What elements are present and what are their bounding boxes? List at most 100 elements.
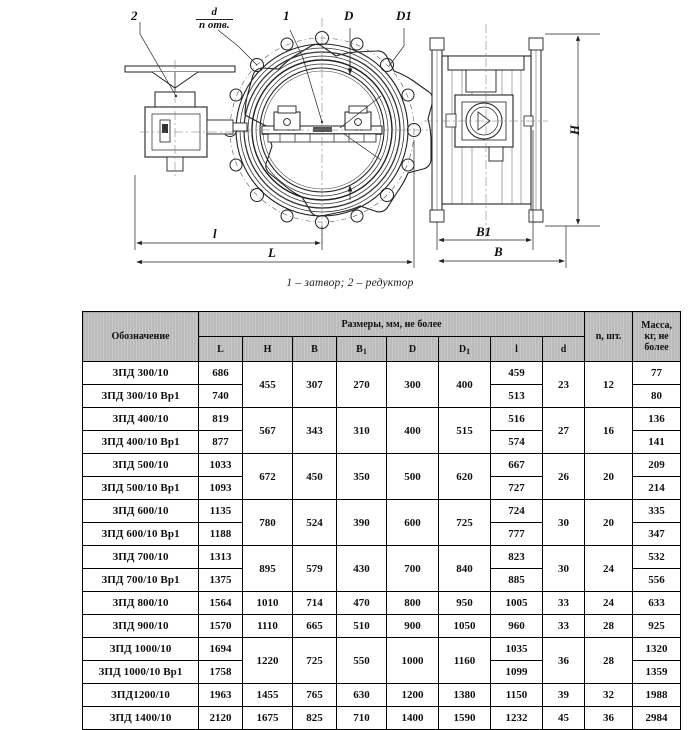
cell-l: 960 — [490, 614, 543, 638]
cell-B1: 630 — [336, 683, 387, 707]
cell-d: 33 — [541, 614, 586, 638]
cell-d: 23 — [541, 361, 586, 408]
cell-mass: 633 — [632, 591, 682, 615]
cell-B: 450 — [292, 453, 337, 500]
cell-B1: 430 — [336, 545, 387, 592]
label-H: H — [567, 124, 583, 136]
label-gearbox-callout: 2 — [131, 8, 138, 23]
cell-designation: ЗПД 800/10 — [82, 591, 199, 615]
cell-n: 24 — [584, 591, 634, 615]
header-col-L: L — [198, 336, 243, 362]
header-n-count: n, шт. — [584, 311, 634, 362]
cell-D: 300 — [386, 361, 439, 408]
cell-l: 724 — [490, 499, 543, 523]
cell-L: 1570 — [198, 614, 243, 638]
cell-H: 672 — [242, 453, 293, 500]
cell-B: 714 — [292, 591, 337, 615]
cell-n: 24 — [584, 545, 634, 592]
cell-B1: 550 — [336, 637, 387, 684]
cell-d: 27 — [541, 407, 586, 454]
cell-l: 823 — [490, 545, 543, 569]
cell-H: 567 — [242, 407, 293, 454]
cell-D1: 515 — [438, 407, 491, 454]
cell-L: 1963 — [198, 683, 243, 707]
cell-n: 36 — [584, 706, 634, 730]
gearbox-assembly — [124, 60, 250, 176]
header-mass-line2: кг, не — [644, 331, 669, 342]
table-header-row-1: Обозначение Размеры, мм, не более n, шт.… — [82, 311, 682, 362]
cell-l: 516 — [490, 407, 543, 431]
cell-L: 877 — [198, 430, 243, 454]
cell-l: 727 — [490, 476, 543, 500]
specification-table-container: Обозначение Размеры, мм, не более n, шт.… — [82, 311, 682, 730]
cell-mass: 141 — [632, 430, 682, 454]
label-hole-count: n отв. — [199, 18, 230, 31]
cell-B1: 470 — [336, 591, 387, 615]
cell-designation: ЗПД 300/10 Вр1 — [82, 384, 199, 408]
label-valve-callout: 1 — [283, 8, 290, 23]
cell-designation: ЗПД1200/10 — [82, 683, 199, 707]
header-mass: Масса, кг, не более — [632, 311, 682, 362]
cell-B1: 310 — [336, 407, 387, 454]
cell-L: 1135 — [198, 499, 243, 523]
cell-B1: 270 — [336, 361, 387, 408]
cell-B1: 390 — [336, 499, 387, 546]
cell-mass: 214 — [632, 476, 682, 500]
cell-L: 1694 — [198, 637, 243, 661]
cell-D: 700 — [386, 545, 439, 592]
label-hole-spec: d n отв. — [196, 6, 233, 31]
cell-B1: 710 — [336, 706, 387, 730]
cell-mass: 1988 — [632, 683, 682, 707]
cell-L: 1033 — [198, 453, 243, 477]
cell-designation: ЗПД 700/10 — [82, 545, 199, 569]
cell-H: 1110 — [242, 614, 293, 638]
drawing-svg — [124, 18, 600, 268]
cell-mass: 347 — [632, 522, 682, 546]
label-B: B — [494, 244, 503, 259]
cell-B1: 510 — [336, 614, 387, 638]
cell-L: 740 — [198, 384, 243, 408]
cell-l: 1005 — [490, 591, 543, 615]
table-header-row-2: L H B B1 D D1 l d — [83, 336, 681, 362]
cell-l: 667 — [490, 453, 543, 477]
cell-n: 20 — [584, 499, 634, 546]
cell-mass: 2984 — [632, 706, 682, 730]
cell-l: 1232 — [490, 706, 543, 730]
header-col-l: l — [490, 336, 543, 362]
cell-n: 32 — [584, 683, 634, 707]
cell-mass: 1359 — [632, 660, 682, 684]
cell-l: 885 — [490, 568, 543, 592]
cell-D: 900 — [386, 614, 439, 638]
header-mass-line1: Масса, — [641, 320, 672, 331]
cell-D1: 620 — [438, 453, 491, 500]
cell-mass: 335 — [632, 499, 682, 523]
header-designation: Обозначение — [82, 311, 199, 362]
cell-H: 780 — [242, 499, 293, 546]
cell-D1: 1050 — [438, 614, 491, 638]
cell-H: 1220 — [242, 637, 293, 684]
cell-B: 725 — [292, 637, 337, 684]
cell-designation: ЗПД 900/10 — [82, 614, 199, 638]
cell-D: 400 — [386, 407, 439, 454]
cell-H: 1455 — [242, 683, 293, 707]
drawing-caption: 1 – затвор; 2 – редуктор — [286, 277, 414, 289]
cell-d: 39 — [541, 683, 586, 707]
cell-D: 500 — [386, 453, 439, 500]
cell-D1: 950 — [438, 591, 491, 615]
cell-D1: 840 — [438, 545, 491, 592]
cell-designation: ЗПД 1000/10 — [82, 637, 199, 661]
label-l-small: l — [213, 226, 217, 241]
cell-mass: 925 — [632, 614, 682, 638]
cell-designation: ЗПД 700/10 Вр1 — [82, 568, 199, 592]
cell-D1: 1590 — [438, 706, 491, 730]
cell-L: 1313 — [198, 545, 243, 569]
